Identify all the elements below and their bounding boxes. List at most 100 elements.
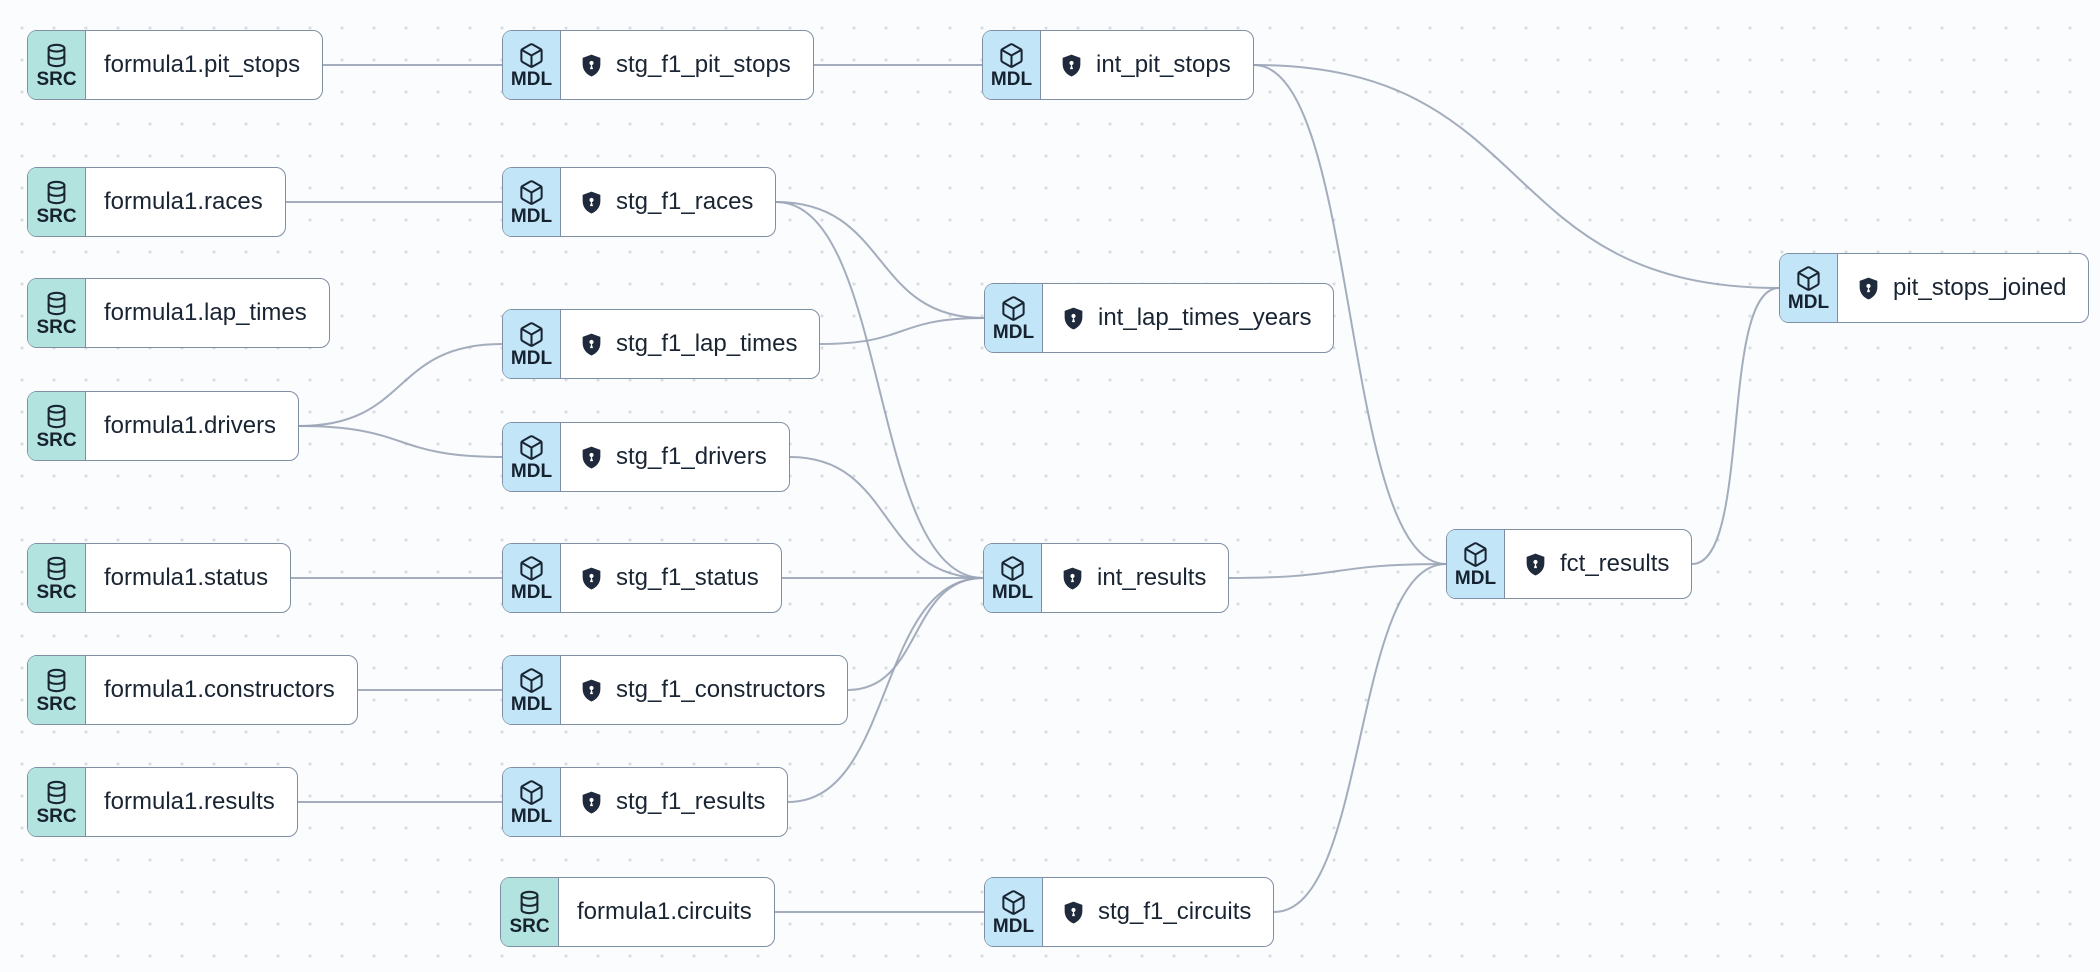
node-pit_stops_joined[interactable]: MDL pit_stops_joined [1779,253,2090,323]
node-body: fct_results [1505,530,1691,598]
database-icon [43,555,70,582]
node-label: stg_f1_races [616,188,754,215]
shield-icon [579,790,604,815]
cube-icon [518,179,545,206]
badge-label: MDL [1787,291,1830,313]
node-body: stg_f1_drivers [561,423,789,491]
shield-icon [579,678,604,703]
node-label: formula1.circuits [577,898,752,925]
edge-src_drivers-to-stg_f1_lap_times [298,343,503,427]
node-label: stg_f1_circuits [1098,898,1252,925]
node-label: formula1.drivers [104,412,277,439]
shield-icon [1060,566,1085,591]
node-body: formula1.results [86,768,297,836]
edge-int_pit_stops-to-pit_stops_joined [1253,64,1780,289]
cube-icon [518,321,545,348]
model-badge: MDL [503,31,561,99]
badge-label: MDL [510,68,553,90]
source-badge: SRC [501,878,559,946]
cube-icon [1462,541,1489,568]
node-body: stg_f1_pit_stops [561,31,813,99]
node-stg_f1_drivers[interactable]: MDL stg_f1_drivers [502,422,790,492]
badge-label: SRC [509,915,550,937]
node-body: int_results [1042,544,1228,612]
node-body: stg_f1_constructors [561,656,847,724]
source-badge: SRC [28,656,86,724]
node-label: int_pit_stops [1096,51,1231,78]
node-label: stg_f1_drivers [616,443,767,470]
badge-label: SRC [36,429,77,451]
edge-stg_f1_lap_times-to-int_lap_times_years [819,317,985,345]
node-stg_f1_pit_stops[interactable]: MDL stg_f1_pit_stops [502,30,814,100]
cube-icon [1000,295,1027,322]
database-icon [43,403,70,430]
node-body: int_pit_stops [1041,31,1253,99]
edge-stg_f1_constructors-to-int_results [847,577,984,691]
badge-label: MDL [510,347,553,369]
badge-label: SRC [36,581,77,603]
database-icon [43,290,70,317]
node-body: stg_f1_status [561,544,781,612]
badge-label: MDL [510,805,553,827]
source-badge: SRC [28,31,86,99]
source-badge: SRC [28,279,86,347]
node-body: formula1.circuits [559,878,774,946]
node-int_pit_stops[interactable]: MDL int_pit_stops [982,30,1254,100]
model-badge: MDL [983,31,1041,99]
cube-icon [998,42,1025,69]
node-label: pit_stops_joined [1893,274,2067,301]
edge-src_drivers-to-stg_f1_drivers [298,425,503,458]
node-stg_f1_lap_times[interactable]: MDL stg_f1_lap_times [502,309,821,379]
badge-label: MDL [510,581,553,603]
badge-label: SRC [36,68,77,90]
database-icon [43,42,70,69]
model-badge: MDL [503,768,561,836]
node-label: formula1.lap_times [104,299,307,326]
model-badge: MDL [503,656,561,724]
badge-label: MDL [1454,567,1497,589]
cube-icon [518,667,545,694]
node-label: formula1.races [104,188,263,215]
shield-icon [579,445,604,470]
shield-icon [1061,306,1086,331]
node-formula1.drivers[interactable]: SRC formula1.drivers [27,391,300,461]
shield-icon [1059,53,1084,78]
node-fct_results[interactable]: MDL fct_results [1446,529,1693,599]
model-badge: MDL [503,423,561,491]
node-body: stg_f1_races [561,168,775,236]
node-stg_f1_constructors[interactable]: MDL stg_f1_constructors [502,655,849,725]
node-label: stg_f1_constructors [616,676,826,703]
node-label: stg_f1_status [616,564,759,591]
node-formula1.circuits[interactable]: SRC formula1.circuits [500,877,775,947]
node-formula1.lap_times[interactable]: SRC formula1.lap_times [27,278,330,348]
edge-fct_results-to-pit_stops_joined [1691,287,1780,565]
shield-icon [579,190,604,215]
shield-icon [1061,900,1086,925]
node-stg_f1_status[interactable]: MDL stg_f1_status [502,543,782,613]
source-badge: SRC [28,768,86,836]
cube-icon [518,42,545,69]
node-label: stg_f1_lap_times [616,330,798,357]
database-icon [43,667,70,694]
source-badge: SRC [28,168,86,236]
model-badge: MDL [984,544,1042,612]
node-formula1.races[interactable]: SRC formula1.races [27,167,286,237]
node-body: formula1.drivers [86,392,298,460]
edge-int_pit_stops-to-fct_results [1253,64,1447,565]
model-badge: MDL [1447,530,1505,598]
node-label: fct_results [1560,550,1670,577]
node-body: formula1.races [86,168,285,236]
edge-stg_f1_results-to-int_results [787,577,984,803]
edge-stg_f1_circuits-to-fct_results [1273,563,1447,913]
